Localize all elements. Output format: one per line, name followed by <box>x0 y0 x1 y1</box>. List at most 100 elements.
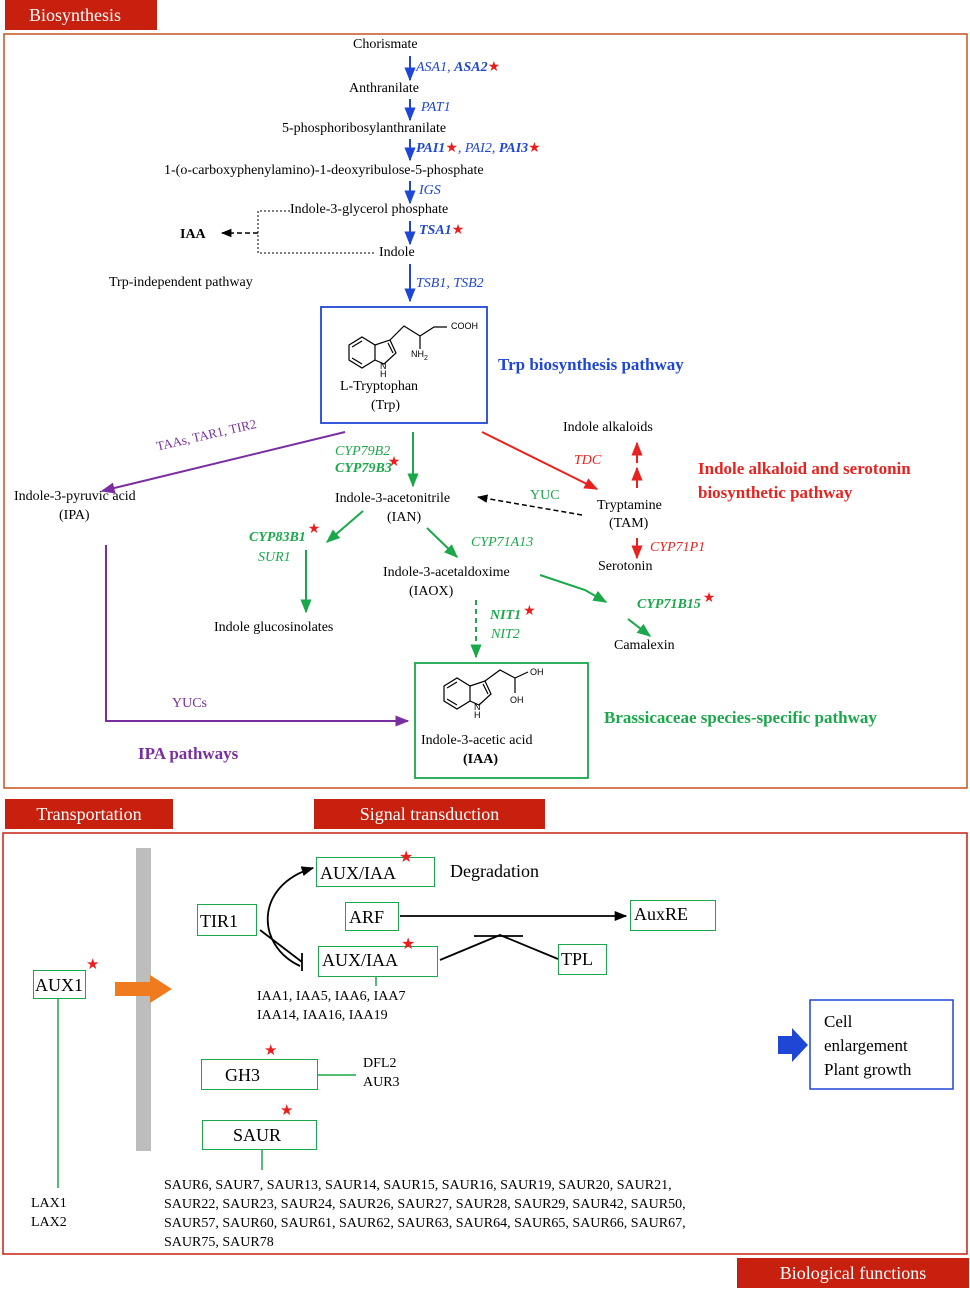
orange-arrow <box>115 975 172 1003</box>
enzyme-yucs: YUCs <box>172 696 208 711</box>
functions-box <box>809 999 954 1090</box>
blue-arrow <box>778 1028 808 1062</box>
title-alkaloid-line2: biosynthetic pathway <box>698 483 853 502</box>
label-cooh: COOH <box>451 321 478 331</box>
label-chorismate: Chorismate <box>353 37 418 52</box>
label-indole-glucosinolates: Indole glucosinolates <box>214 620 334 635</box>
enzyme-pai: PAI1★, PAI2, PAI3★ <box>416 141 541 156</box>
title-trp-pathway: Trp biosynthesis pathway <box>498 355 684 374</box>
star-icon: ★ <box>401 936 416 953</box>
trp-structure <box>348 325 447 369</box>
enzyme-nit1: NIT1★ <box>490 604 536 623</box>
label-iaa-oh1: OH <box>530 667 544 677</box>
enzyme-cyp83b1: CYP83B1★ <box>249 522 321 545</box>
label-lax1: LAX1 <box>31 1196 67 1211</box>
label-trp-independent: Trp-independent pathway <box>109 275 253 290</box>
star-icon: ★ <box>523 604 536 619</box>
star-icon: ★ <box>86 957 100 973</box>
title-alkaloid-line1: Indole alkaloid and serotonin <box>698 459 911 478</box>
membrane-bar <box>136 848 151 1151</box>
label-anthranilate: Anthranilate <box>349 81 419 96</box>
label-indole: Indole <box>379 245 415 260</box>
enzyme-tsa1: TSA1★ <box>419 223 465 238</box>
enzyme-nit2: NIT2 <box>491 627 520 642</box>
label-saur-list-4: SAUR75, SAUR78 <box>164 1235 274 1250</box>
label-ian-name: Indole-3-acetonitrile <box>335 491 451 506</box>
section-label-signal-transduction: Signal transduction <box>314 799 545 829</box>
iaa-structure <box>443 669 529 710</box>
enzyme-cyp79b3: CYP79B3★ <box>335 455 401 476</box>
star-icon: ★ <box>280 1103 294 1119</box>
star-icon: ★ <box>702 591 716 606</box>
label-ian-abbr: (IAN) <box>387 510 422 525</box>
star-icon: ★ <box>307 522 321 537</box>
label-tir1: TIR1 <box>200 911 238 931</box>
tir1-box <box>197 904 257 936</box>
biosynthesis-frame <box>3 33 968 789</box>
label-aux-iaa-top: AUX/IAA <box>320 863 396 883</box>
label-tryptamine: Tryptamine <box>597 498 662 513</box>
label-iaa-list-2: IAA14, IAA16, IAA19 <box>257 1008 388 1023</box>
label-function-3: Plant growth <box>824 1060 912 1079</box>
label-saur-list-3: SAUR57, SAUR60, SAUR61, SAUR62, SAUR63, … <box>164 1216 686 1231</box>
label-iaox-abbr: (IAOX) <box>409 584 454 599</box>
label-tam: (TAM) <box>609 516 649 531</box>
label-gh3-genes-1: DFL2 <box>363 1056 397 1071</box>
label-ipa-name: Indole-3-pyruvic acid <box>14 489 136 504</box>
label-cdrp: 1-(o-carboxyphenylamino)-1-deoxyribulose… <box>164 163 484 178</box>
label-function-1: Cell <box>824 1012 853 1031</box>
section-label-biosynthesis: Biosynthesis <box>5 0 157 30</box>
auxre-box <box>630 900 716 931</box>
enzyme-cyp71p1: CYP71P1 <box>650 540 706 555</box>
enzyme-cyp71a13: CYP71A13 <box>471 535 534 550</box>
enzyme-sur1: SUR1 <box>258 550 291 565</box>
label-arf: ARF <box>349 907 385 927</box>
label-degradation: Degradation <box>450 861 539 881</box>
label-gh3-genes-2: AUR3 <box>363 1075 400 1090</box>
label-prpa: 5-phosphoribosylanthranilate <box>282 121 447 136</box>
gh3-box <box>201 1059 318 1090</box>
label-saur-list-1: SAUR6, SAUR7, SAUR13, SAUR14, SAUR15, SA… <box>164 1178 672 1193</box>
enzyme-cyp71b15: CYP71B15★ <box>637 591 716 612</box>
tpl-box <box>558 944 607 975</box>
label-saur: SAUR <box>233 1125 282 1145</box>
enzyme-igs: IGS <box>419 183 441 198</box>
section-label-transportation: Transportation <box>5 799 173 829</box>
label-aux1: AUX1 <box>35 975 83 995</box>
aux-iaa-bottom-box <box>318 946 438 977</box>
title-brassicaceae-pathway: Brassicaceae species-specific pathway <box>604 708 877 727</box>
label-camalexin: Camalexin <box>614 638 675 653</box>
star-icon: ★ <box>528 141 541 156</box>
label-iaa-left: IAA <box>180 227 206 242</box>
enzyme-cyp79b2: CYP79B2 <box>335 444 391 459</box>
title-ipa-pathways: IPA pathways <box>138 744 239 763</box>
star-icon: ★ <box>387 455 401 470</box>
star-icon: ★ <box>399 849 414 866</box>
label-iaox-name: Indole-3-acetaldoxime <box>383 565 510 580</box>
label-trp-abbr: (Trp) <box>371 398 401 413</box>
label-saur-list-2: SAUR22, SAUR23, SAUR24, SAUR26, SAUR27, … <box>164 1197 686 1212</box>
label-iaa-list-1: IAA1, IAA5, IAA6, IAA7 <box>257 989 406 1004</box>
star-icon: ★ <box>487 60 501 75</box>
label-tpl: TPL <box>561 949 594 969</box>
label-ipa-abbr: (IPA) <box>59 508 90 523</box>
iaa-box <box>414 662 589 779</box>
label-iaa-abbr: (IAA) <box>463 752 498 767</box>
enzyme-yuc: YUC <box>530 488 560 503</box>
label-iaa-oh2: OH <box>510 695 524 705</box>
label-auxre: AuxRE <box>634 904 688 924</box>
label-serotonin: Serotonin <box>598 559 653 574</box>
label-nh2: NH2 <box>411 349 428 362</box>
aux1-box <box>33 970 86 999</box>
label-aux-iaa-bottom: AUX/IAA <box>322 950 398 970</box>
enzyme-pat1: PAT1 <box>421 100 451 115</box>
signaling-frame <box>2 832 968 1255</box>
star-icon: ★ <box>451 223 465 238</box>
star-icon: ★ <box>264 1043 278 1059</box>
star-icon: ★ <box>445 141 458 156</box>
label-igp: Indole-3-glycerol phosphate <box>290 202 449 217</box>
label-lax2: LAX2 <box>31 1215 67 1230</box>
